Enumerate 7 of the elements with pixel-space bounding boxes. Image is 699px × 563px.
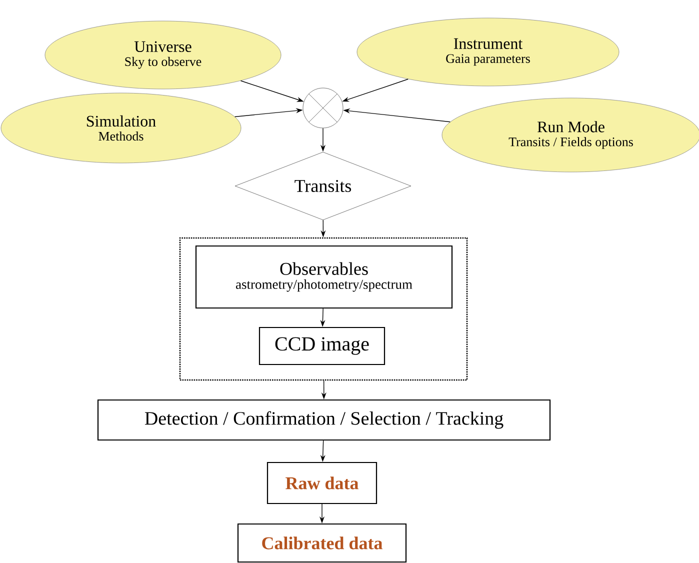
summing-junction (302, 88, 344, 128)
output-box: Raw data (266, 462, 378, 504)
process-box: Detection / Confirmation / Selection / Tracking (97, 399, 551, 441)
output-box: Calibrated data (237, 523, 407, 563)
process-box: Observables astrometry/photometry/spectrum (195, 245, 453, 309)
process-box: CCD image (258, 326, 386, 366)
dotted-frame (179, 237, 468, 381)
